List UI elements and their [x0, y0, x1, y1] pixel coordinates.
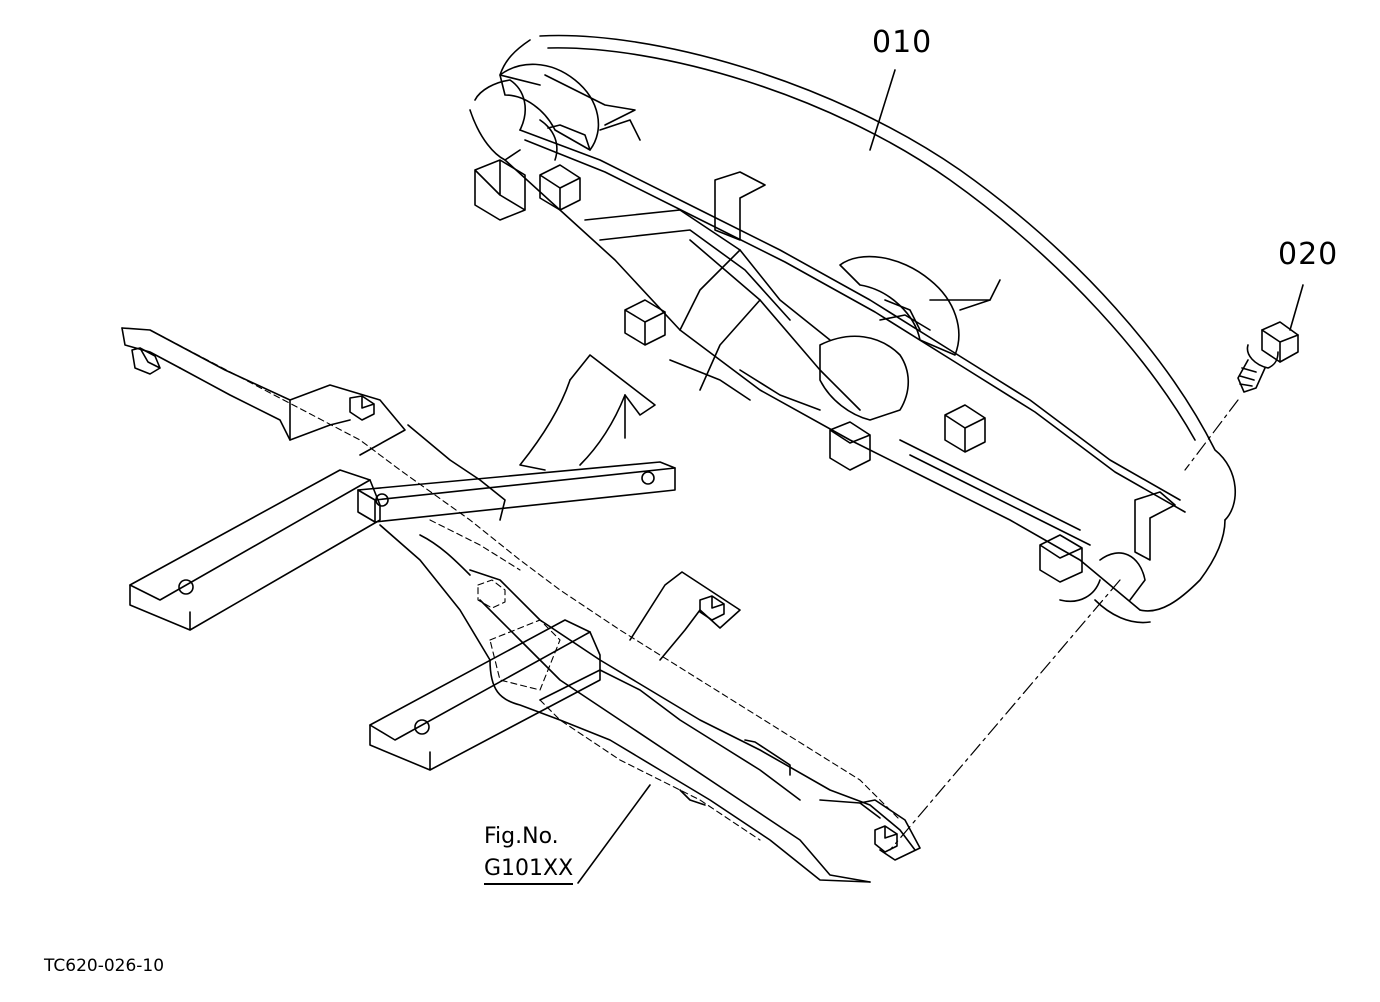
cross-bar [357, 461, 676, 523]
mounting-boss-8 [1134, 491, 1176, 561]
meter-housing-outline [539, 34, 1236, 521]
mounting-boss-4 [624, 299, 666, 346]
figure-reference-line1: Fig.No. [484, 824, 559, 849]
meter-rear-edge [474, 79, 526, 131]
callout-label-010: 010 [872, 25, 933, 60]
assembly-centerline [889, 399, 1239, 851]
mounting-boss-3 [714, 171, 766, 241]
screw-part [1237, 321, 1299, 393]
meter-housing-inner-arc [547, 47, 1196, 441]
support-bracket [121, 327, 921, 883]
drawing-code: TC620-026-10 [44, 956, 165, 976]
leader-fig-ref [577, 784, 651, 884]
meter-housing-lip [499, 39, 541, 86]
leader-020 [1289, 284, 1304, 331]
leader-010 [869, 69, 896, 151]
meter-panel-assembly [469, 34, 1236, 624]
mounting-boss-2 [539, 164, 581, 211]
mounting-boss-6 [944, 404, 986, 453]
figure-reference-line2: G101XX [484, 856, 574, 885]
mounting-boss-7 [1039, 534, 1083, 583]
right-gauge-pod [839, 255, 960, 356]
figure-reference-code: G101XX [484, 856, 574, 885]
mounting-boss-5 [829, 421, 871, 471]
left-gauge-pod [499, 63, 600, 151]
callout-label-020: 020 [1278, 237, 1339, 272]
mounting-boss-1 [474, 159, 526, 221]
